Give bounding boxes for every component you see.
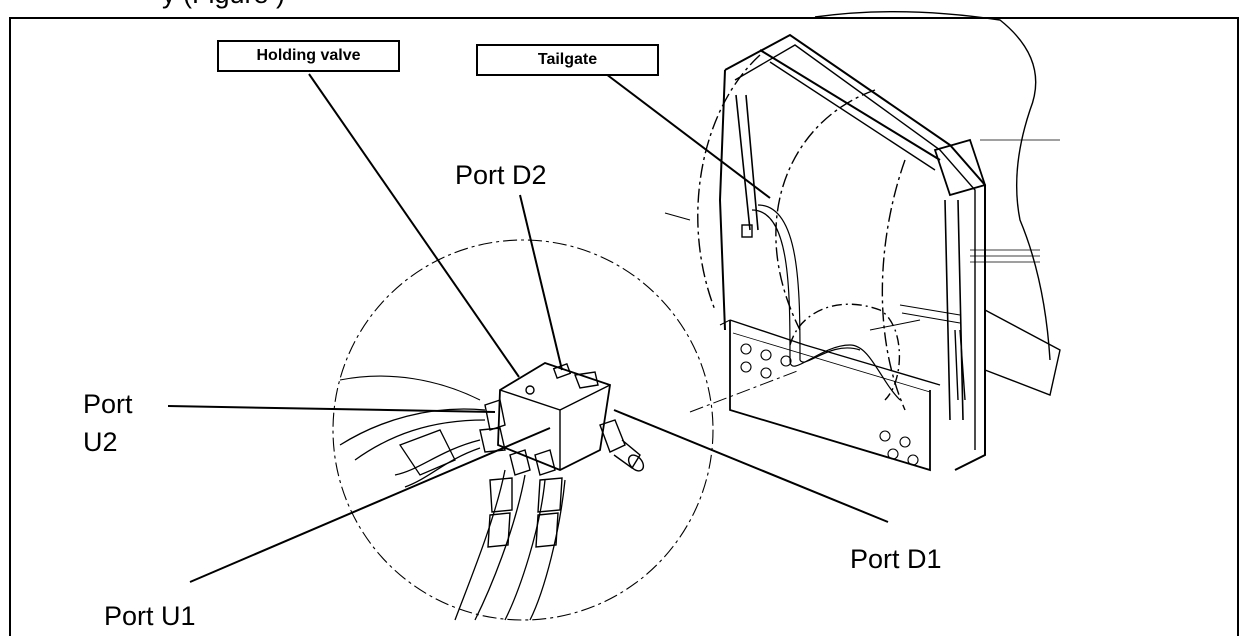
port-d2-label: Port D2 [455,160,547,190]
detail-view [332,239,801,621]
port-d1-leader [613,409,889,523]
tailgate-callout: Tailgate [476,44,659,76]
port-u1-label: Port U1 [104,601,196,631]
figure-frame [9,17,1239,636]
leader-lines [167,73,889,583]
port-u2-leader [167,405,496,413]
tailgate-leader [605,73,771,199]
port-u1-leader [189,427,551,583]
port-u2-label-line2: U2 [83,427,118,457]
cropped-caption: y (Figure ) [162,0,285,10]
port-u2-label-line1: Port [83,389,133,419]
holding-valve-leader [308,73,520,378]
port-d2-leader [519,194,563,371]
tailgate-assembly [664,10,1061,472]
holding-valve-callout: Holding valve [217,40,400,72]
port-d1-label: Port D1 [850,544,942,574]
